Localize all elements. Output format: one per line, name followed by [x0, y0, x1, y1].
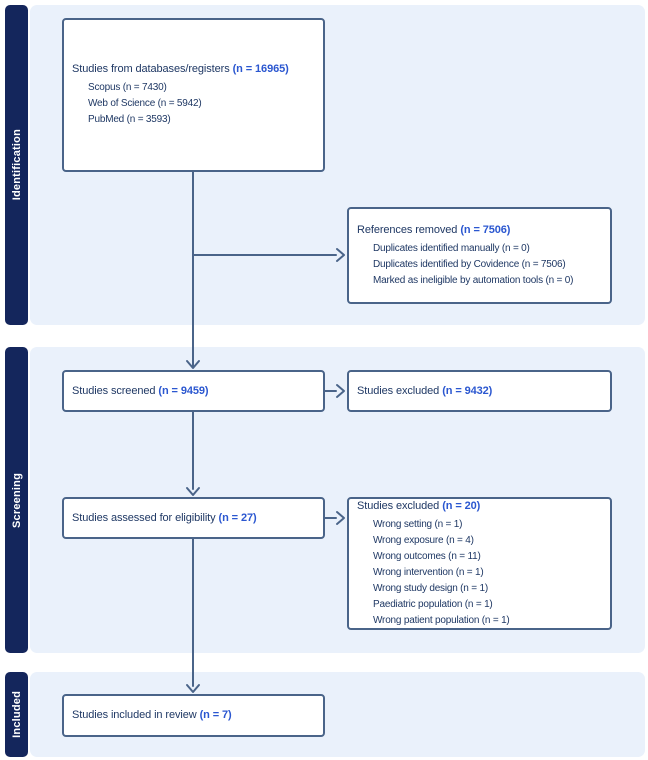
- box-title: Studies from databases/registers(n = 169…: [72, 62, 315, 77]
- sub-item: Web of Science (n = 5942): [88, 98, 202, 109]
- stage-label-identification: Identification: [10, 129, 23, 201]
- sub-item: Wrong setting (n = 1): [373, 518, 463, 530]
- box-studies-excluded-eligibility: Studies excluded(n = 20) Wrong setting (…: [347, 497, 612, 630]
- stage-label-screening: Screening: [10, 472, 23, 528]
- box-title: References removed(n = 7506): [357, 223, 602, 238]
- box-n-count: (n = 27): [218, 511, 257, 524]
- sub-item: Wrong outcomes (n = 11): [373, 550, 481, 562]
- box-studies-from-databases: Studies from databases/registers(n = 169…: [62, 18, 325, 172]
- sub-item: Paediatric population (n = 1): [373, 598, 493, 610]
- box-studies-included-review: Studies included in review(n = 7): [62, 694, 325, 737]
- box-references-removed: References removed(n = 7506) Duplicates …: [347, 207, 612, 304]
- box-title: Studies screened(n = 9459): [72, 384, 315, 399]
- box-sub-items: Duplicates identified manually (n = 0) Du…: [357, 241, 602, 289]
- box-title: Studies assessed for eligibility(n = 27): [72, 511, 315, 526]
- sub-item: Marked as ineligible by automation tools…: [373, 274, 574, 286]
- sub-item: Scopus (n = 7430): [88, 82, 167, 93]
- box-studies-assessed-eligibility: Studies assessed for eligibility(n = 27): [62, 497, 325, 539]
- box-studies-screened: Studies screened(n = 9459): [62, 370, 325, 412]
- box-n-count: (n = 9432): [442, 384, 493, 397]
- sub-item: Duplicates identified manually (n = 0): [373, 242, 530, 254]
- box-title-text: References removed: [357, 223, 458, 236]
- box-title-text: Studies screened: [72, 384, 156, 397]
- box-title-text: Studies excluded: [357, 384, 440, 397]
- sub-item: Wrong exposure (n = 4): [373, 534, 474, 546]
- sub-item: Wrong patient population (n = 1): [373, 614, 510, 626]
- box-sub-items: Scopus (n = 7430) Web of Science (n = 594…: [72, 80, 315, 128]
- box-title-text: Studies from databases/registers: [72, 63, 230, 75]
- box-title-text: Studies included in review: [72, 709, 197, 721]
- box-n-count: (n = 20): [442, 499, 481, 512]
- box-sub-items: Wrong setting (n = 1) Wrong exposure (n =…: [357, 517, 602, 629]
- box-title: Studies excluded(n = 20): [357, 499, 602, 514]
- sub-item: Wrong intervention (n = 1): [373, 566, 484, 578]
- box-title-text: Studies assessed for eligibility: [72, 511, 216, 524]
- sidebar-stage-screening: Screening: [5, 347, 28, 653]
- sub-item: PubMed (n = 3593): [88, 114, 171, 125]
- box-n-count: (n = 7506): [460, 223, 511, 236]
- box-title-text: Studies excluded: [357, 499, 440, 512]
- sub-item: Wrong study design (n = 1): [373, 582, 488, 594]
- box-studies-excluded-screening: Studies excluded(n = 9432): [347, 370, 612, 412]
- box-title: Studies excluded(n = 9432): [357, 384, 602, 399]
- stage-label-included: Included: [10, 691, 23, 738]
- sub-item: Duplicates identified by Covidence (n = …: [373, 258, 566, 270]
- sidebar-stage-included: Included: [5, 672, 28, 757]
- box-n-count: (n = 7): [199, 709, 232, 721]
- box-n-count: (n = 9459): [158, 384, 209, 397]
- sidebar-stage-identification: Identification: [5, 5, 28, 325]
- box-n-count: (n = 16965): [232, 63, 289, 75]
- box-title: Studies included in review(n = 7): [72, 708, 315, 723]
